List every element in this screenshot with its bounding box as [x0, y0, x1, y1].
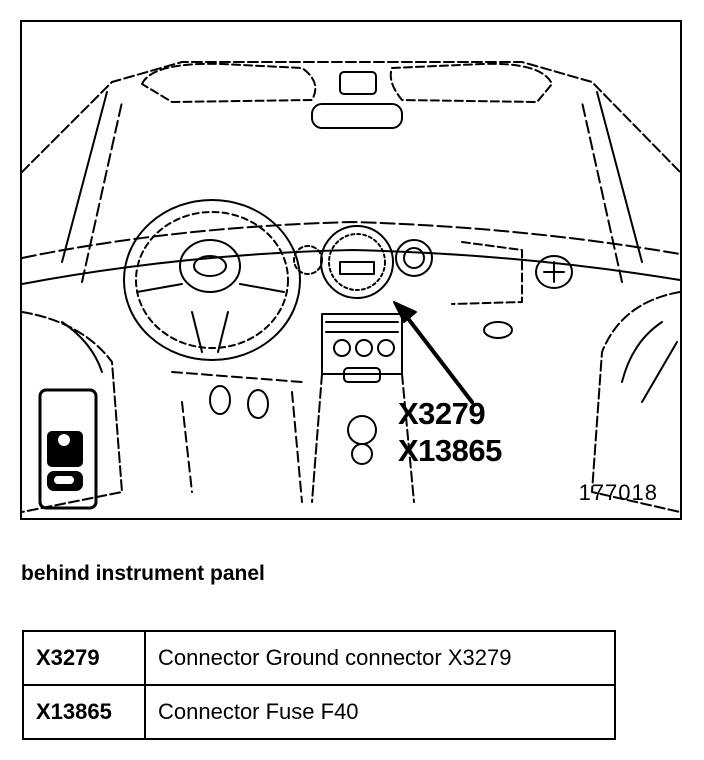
connector-description: Connector Fuse F40 — [144, 684, 616, 740]
connector-code: X3279 — [22, 630, 146, 686]
connector-code: X13865 — [22, 684, 146, 740]
callout-x13865: X13865 — [398, 433, 502, 468]
dashboard-illustration: X3279 X13865 177018 — [20, 20, 682, 520]
figure-caption: behind instrument panel — [21, 562, 265, 585]
car-interior-drawing — [22, 61, 680, 513]
connector-description: Connector Ground connector X3279 — [144, 630, 616, 686]
callout-x3279: X3279 — [398, 396, 486, 431]
table-row: X13865 Connector Fuse F40 — [22, 684, 616, 740]
table-row: X3279 Connector Ground connector X3279 — [22, 630, 616, 686]
connector-legend-table: X3279 Connector Ground connector X3279 X… — [22, 630, 616, 740]
figure-number: 177018 — [578, 480, 658, 505]
